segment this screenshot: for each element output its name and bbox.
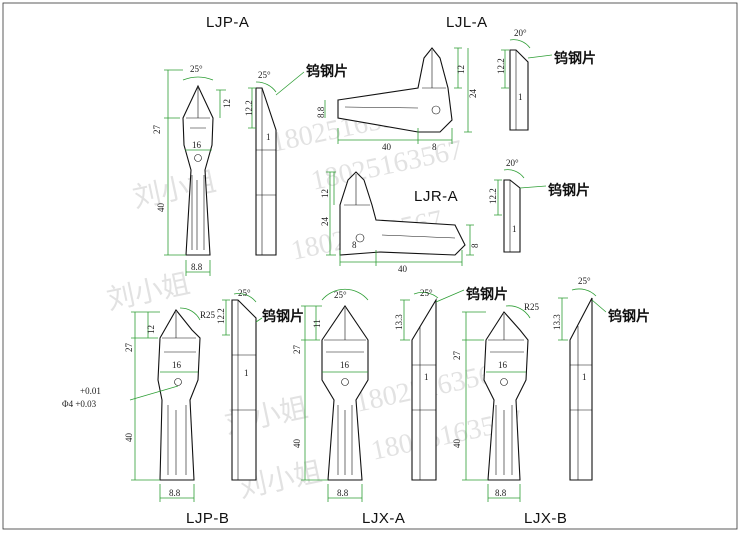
dim-height: 12.2 — [216, 308, 226, 324]
dim-thickness: 1 — [518, 92, 523, 102]
dim-thickness: 1 — [244, 368, 249, 378]
dim-height: 12 — [222, 99, 232, 108]
dim-height: 27 — [292, 345, 302, 355]
dim-height: 11 — [312, 319, 322, 328]
dim-width: 8.8 — [169, 488, 181, 498]
dim-width: 16 — [192, 140, 202, 150]
dim-length: 40 — [382, 142, 392, 152]
insert-label-ljp-b: 钨钢片 — [262, 308, 304, 324]
title-ljl-a: LJL-A — [446, 14, 488, 31]
dim-height: 24 — [320, 217, 330, 227]
insert-label-ljp-a: 钨钢片 — [306, 63, 348, 79]
dim-radius: R25 — [524, 302, 540, 312]
dim-height: 24 — [468, 89, 478, 99]
dim-tolerance: Φ4 +0.03 — [62, 399, 97, 409]
title-ljx-a: LJX-A — [362, 510, 406, 527]
insert-label-ljr-a: 钨钢片 — [548, 182, 590, 198]
part-ljr-a: 40 8 12 24 8 20° 12.2 1 — [320, 158, 547, 274]
dim-height: 12 — [146, 325, 156, 334]
dim-angle: 25° — [238, 288, 251, 298]
dim-angle: 25° — [190, 64, 203, 74]
title-ljr-a: LJR-A — [414, 188, 459, 205]
dim-width: 8.8 — [337, 488, 349, 498]
insert-label-ljx-b: 钨钢片 — [608, 308, 650, 324]
part-ljp-a: 25° 12 27 16 40 8.8 25° 12.2 1 — [152, 64, 305, 276]
dim-height: 12 — [456, 65, 466, 74]
dim-width: 16 — [172, 360, 182, 370]
dim-angle: 25° — [334, 290, 347, 300]
dim-tolerance: +0.01 — [80, 386, 101, 396]
dim-height: 8 — [470, 243, 480, 248]
dim-height: 12.2 — [244, 100, 254, 116]
dim-width: 16 — [340, 360, 350, 370]
dim-height: 13.3 — [552, 314, 562, 330]
dim-angle: 20° — [506, 158, 519, 168]
dim-width: 8 — [432, 142, 437, 152]
dim-width: 8.8 — [495, 488, 507, 498]
dim-length: 40 — [292, 439, 302, 449]
dim-length: 40 — [398, 264, 408, 274]
dim-thickness: 1 — [512, 224, 517, 234]
part-ljx-b: R25 27 16 40 8.8 25° 13.3 1 — [452, 276, 607, 502]
dim-length: 40 — [156, 203, 166, 213]
dim-thickness: 1 — [266, 132, 271, 142]
dim-width: 16 — [498, 360, 508, 370]
dim-angle: 20° — [514, 28, 527, 38]
dim-angle: 25° — [578, 276, 591, 286]
part-ljx-a: 25° 11 27 16 40 8.8 25° 13.3 1 — [292, 288, 465, 502]
dim-angle: 25° — [258, 70, 271, 80]
part-ljp-b: R25 12 27 16 +0.01 Φ4 +0.03 40 8.8 25° 1… — [62, 288, 263, 502]
dim-height: 13.3 — [394, 314, 404, 330]
dim-width: 8 — [352, 240, 357, 250]
dim-angle: 25° — [420, 288, 433, 298]
dim-height: 8.8 — [316, 106, 326, 118]
insert-label-ljx-a: 钨钢片 — [466, 286, 508, 302]
dim-thickness: 1 — [424, 372, 429, 382]
dim-height: 27 — [152, 125, 162, 135]
title-ljp-a: LJP-A — [206, 14, 250, 31]
dim-radius: R25 — [200, 310, 216, 320]
page-frame — [2, 2, 738, 530]
dim-height: 12.2 — [488, 188, 498, 204]
dim-length: 40 — [452, 439, 462, 449]
dim-height: 27 — [452, 351, 462, 361]
title-ljx-b: LJX-B — [524, 510, 568, 527]
dim-width: 8.8 — [191, 262, 203, 272]
dim-height: 27 — [124, 343, 134, 353]
insert-label-ljl-a: 钨钢片 — [554, 50, 596, 66]
dim-thickness: 1 — [582, 372, 587, 382]
dim-height: 12.2 — [496, 58, 506, 74]
title-ljp-b: LJP-B — [186, 510, 230, 527]
part-ljl-a: 40 8 12 24 8.8 20° 12.2 1 — [316, 28, 553, 152]
dim-length: 40 — [124, 433, 134, 443]
dim-height: 12 — [320, 189, 330, 198]
